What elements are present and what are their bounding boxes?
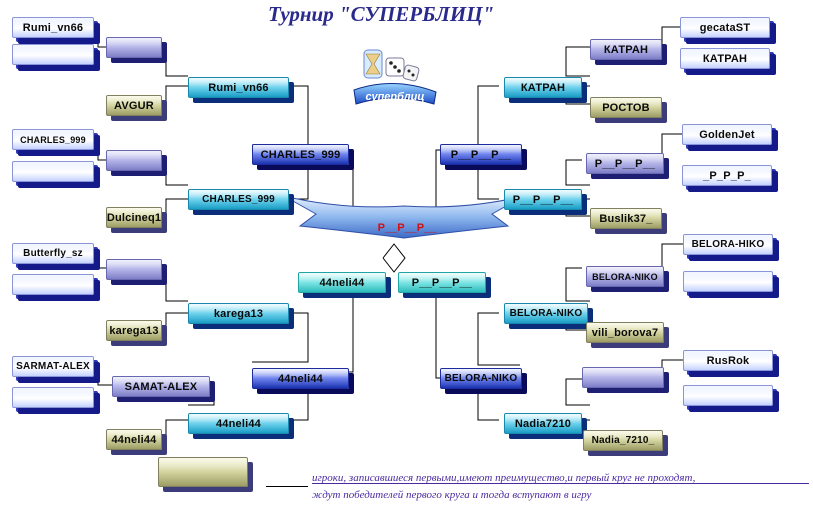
player-slot [12,161,94,182]
player-slot: 44neli44 [188,413,289,434]
player-slot: SARMAT-ALEX [12,356,94,377]
player-slot: P__P__P__ [586,153,664,174]
player-slot: Nadia_7210_ [583,430,663,451]
semifinal-left: 44neli44 [298,272,386,293]
player-slot: RusRok [683,350,773,371]
player-slot: КАТРАН [590,39,662,60]
tournament-title: Турнир "СУПЕРБЛИЦ" [268,2,495,26]
player-slot: BELORA-NIKO [440,368,522,389]
player-slot: karega13 [106,320,162,341]
player-slot: gecataST [680,17,770,38]
note-line-1: игроки, записавшиеся первыми,имеют преим… [312,472,696,484]
player-slot: РОСТОВ [590,97,662,118]
player-slot: BELORA-NIKO [586,266,664,287]
player-slot: P__P__P__ [440,144,522,165]
player-slot: Dulcineq1 [106,207,162,228]
player-slot: SAMAT-ALEX [112,376,210,397]
player-slot: 44neli44 [106,429,162,450]
player-slot [12,44,94,65]
player-slot: CHARLES_999 [188,189,289,210]
note-line-2: ждут победителей первого круга и тогда в… [312,489,592,501]
champion-name: P__P__P__ [377,222,437,234]
player-slot: BELORA-HIKO [683,234,773,255]
semifinal-right: P__P__P__ [398,272,486,293]
logo-text: суперблиц [366,91,425,103]
player-slot [106,259,162,280]
player-slot: Buslik37_ [590,208,662,229]
player-slot [683,385,773,406]
player-slot: karega13 [188,303,289,324]
player-slot [12,387,94,408]
superblitz-logo: суперблиц [353,49,437,105]
legend-underline [266,486,308,487]
player-slot [582,367,664,388]
player-slot: vili_borova7 [586,322,664,343]
player-slot: Butterfly_sz [12,243,94,264]
player-slot: Rumi_vn66 [12,17,94,38]
player-slot: 44neli44 [252,368,349,389]
legend-box [158,457,248,487]
player-slot: GoldenJet [682,124,772,145]
player-slot [106,37,162,58]
player-slot: Nadia7210 [504,413,582,434]
player-slot: CHARLES_999 [12,129,94,150]
champion-banner [283,195,525,239]
player-slot: Rumi_vn66 [188,77,289,98]
player-slot: BELORA-NIKO [504,303,588,324]
player-slot: CHARLES_999 [252,144,349,165]
player-slot: _P_P_P_ [682,165,772,186]
player-slot [683,271,773,292]
player-slot: КАТРАН [680,48,770,69]
player-slot: AVGUR [106,95,162,116]
note-underline [312,483,809,484]
player-slot: КАТРАН [504,77,582,98]
player-slot [106,150,162,171]
player-slot: P__P__P__ [504,189,582,210]
player-slot [12,274,94,295]
